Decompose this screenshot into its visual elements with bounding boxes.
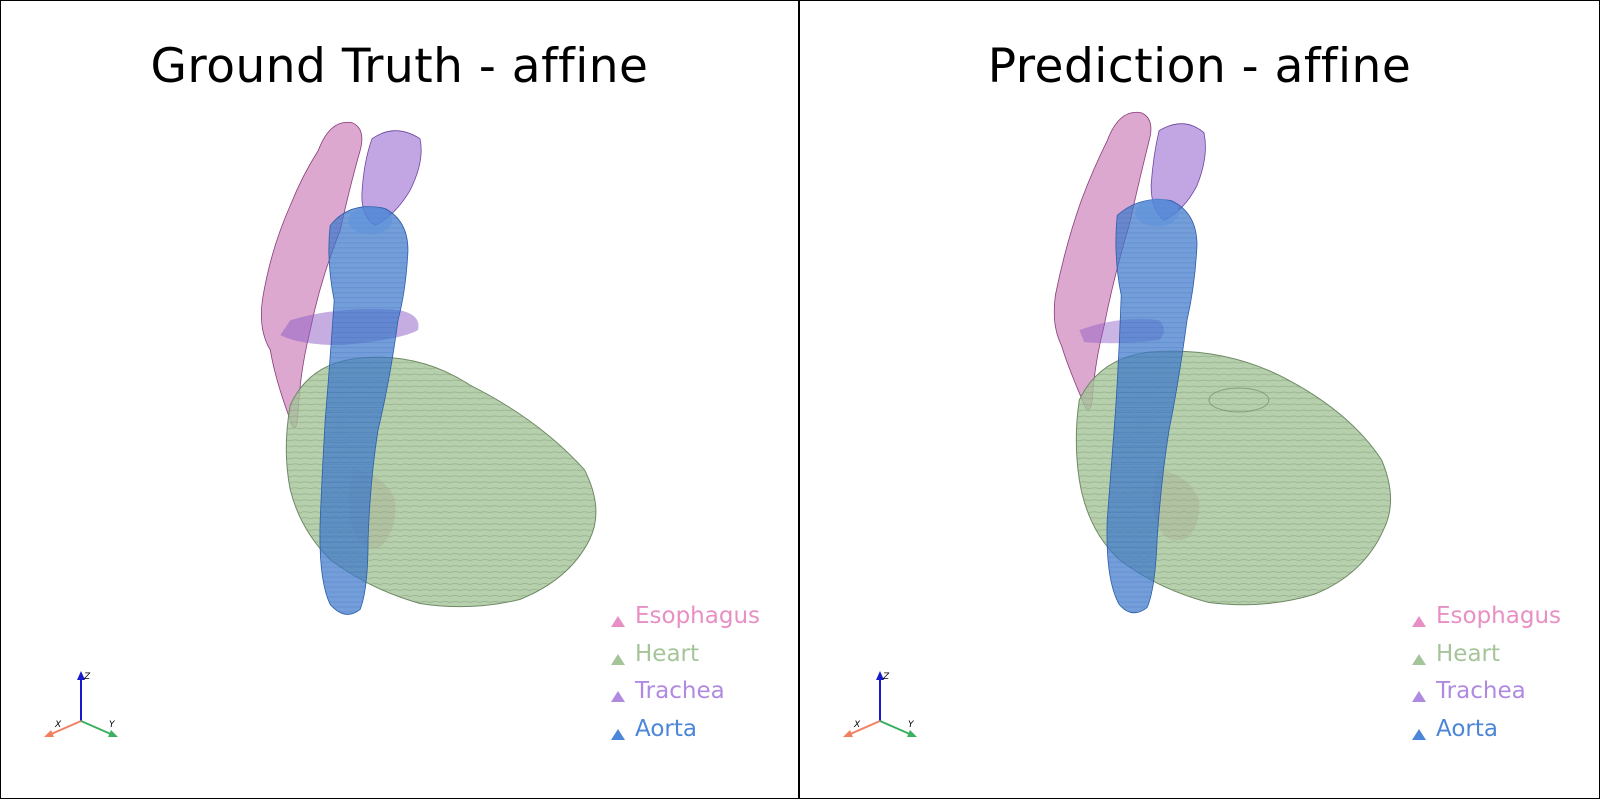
orientation-axes-icon: Z X Y	[44, 671, 118, 737]
legend-label: Esophagus	[1436, 603, 1562, 629]
axis-z-label: Z	[83, 672, 91, 682]
legend-label: Aorta	[1436, 715, 1498, 742]
3d-render[interactable]	[800, 1, 1599, 798]
triangle-marker-icon	[1412, 653, 1426, 665]
axis-x-label: X	[853, 720, 861, 730]
legend-label: Esophagus	[635, 603, 761, 629]
viewport-title: Ground Truth - affine	[150, 39, 649, 94]
prediction-viewport[interactable]: Prediction - affine Esophagus	[799, 0, 1600, 799]
triangle-marker-icon	[1412, 728, 1426, 740]
legend-label: Aorta	[635, 715, 697, 742]
trachea-mesh	[1150, 123, 1206, 221]
viewport-title: Prediction - affine	[987, 39, 1412, 94]
legend-label: Heart	[635, 640, 700, 667]
3d-render[interactable]	[1, 1, 798, 798]
legend-label: Trachea	[635, 678, 725, 704]
triangle-marker-icon	[1412, 691, 1426, 702]
legend-label: Trachea	[1436, 678, 1526, 704]
ground-truth-viewport[interactable]: Ground Truth - affine Esophagus	[0, 0, 799, 799]
axis-y-label: Y	[908, 720, 915, 730]
axis-z-label: Z	[882, 672, 890, 682]
triangle-marker-icon	[611, 691, 625, 702]
triangle-marker-icon	[611, 616, 625, 627]
legend-label: Heart	[1436, 640, 1501, 667]
triangle-marker-icon	[611, 728, 625, 740]
axis-y-label: Y	[109, 720, 116, 730]
triangle-marker-icon	[1412, 616, 1426, 627]
triangle-marker-icon	[611, 653, 625, 665]
trachea-mesh	[361, 130, 422, 226]
axis-x-label: X	[54, 720, 62, 730]
orientation-axes-icon: Z X Y	[843, 671, 917, 737]
